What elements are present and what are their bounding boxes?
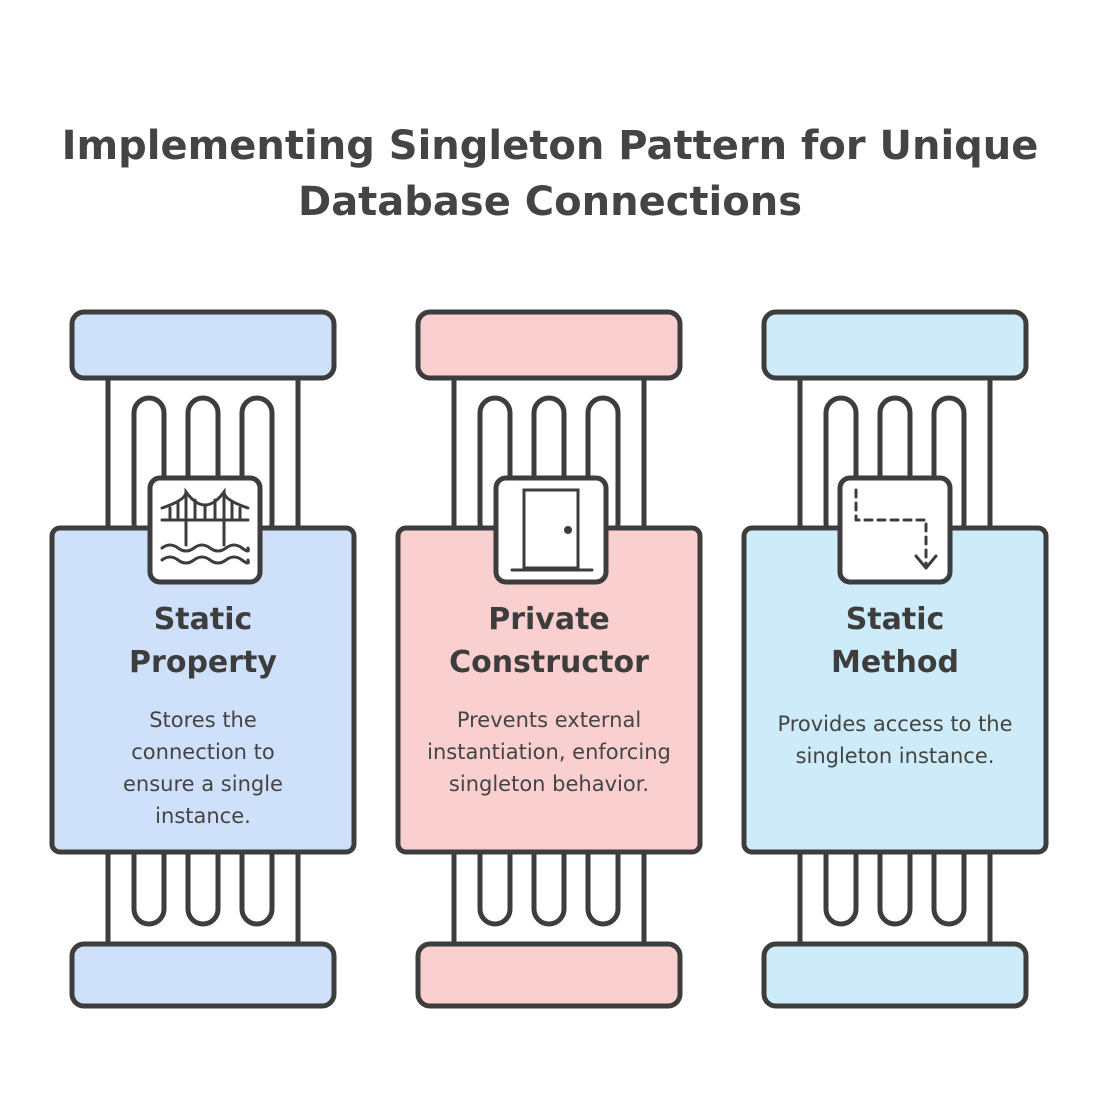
heading-line-1: Static (845, 602, 945, 637)
pillar-capital (415, 309, 683, 381)
heading-line-1: Private (488, 602, 610, 637)
title-line-2: Database Connections (297, 179, 803, 225)
pillar-description: Provides access to the singleton instanc… (777, 712, 1013, 768)
pillar-base (415, 941, 683, 1009)
pillar-base (761, 941, 1029, 1009)
diagram-title: Implementing Singleton Pattern for Uniqu… (0, 118, 1100, 230)
bridge-icon (160, 487, 250, 565)
icon-box (147, 475, 263, 585)
heading-line-2: Property (129, 645, 277, 680)
pillar-label-private-constructor: Private Constructor Prevents external in… (399, 598, 699, 800)
pillar-base (69, 941, 337, 1009)
pillar-static-property (49, 309, 357, 1009)
heading-line-1: Static (153, 602, 253, 637)
pillar-description: Stores the connection to ensure a single… (123, 708, 283, 828)
pillar-capital (69, 309, 337, 381)
door-icon (510, 488, 594, 572)
pillar-description: Prevents external instantiation, enforci… (427, 708, 671, 796)
heading-line-2: Constructor (449, 645, 649, 680)
pillar-heading: Private Constructor (399, 598, 699, 684)
pillar-capital (761, 309, 1029, 381)
pillar-label-static-property: Static Property Stores the connection to… (53, 598, 353, 832)
icon-box (493, 475, 609, 585)
pillar-label-static-method: Static Method Provides access to the sin… (745, 598, 1045, 772)
icon-box (837, 475, 953, 585)
path-arrow-icon (854, 488, 938, 570)
heading-line-2: Method (831, 645, 959, 680)
pillar-static-method (741, 309, 1049, 1009)
pillar-heading: Static Method (745, 598, 1045, 684)
title-line-1: Implementing Singleton Pattern for Uniqu… (61, 123, 1039, 169)
pillar-heading: Static Property (53, 598, 353, 684)
